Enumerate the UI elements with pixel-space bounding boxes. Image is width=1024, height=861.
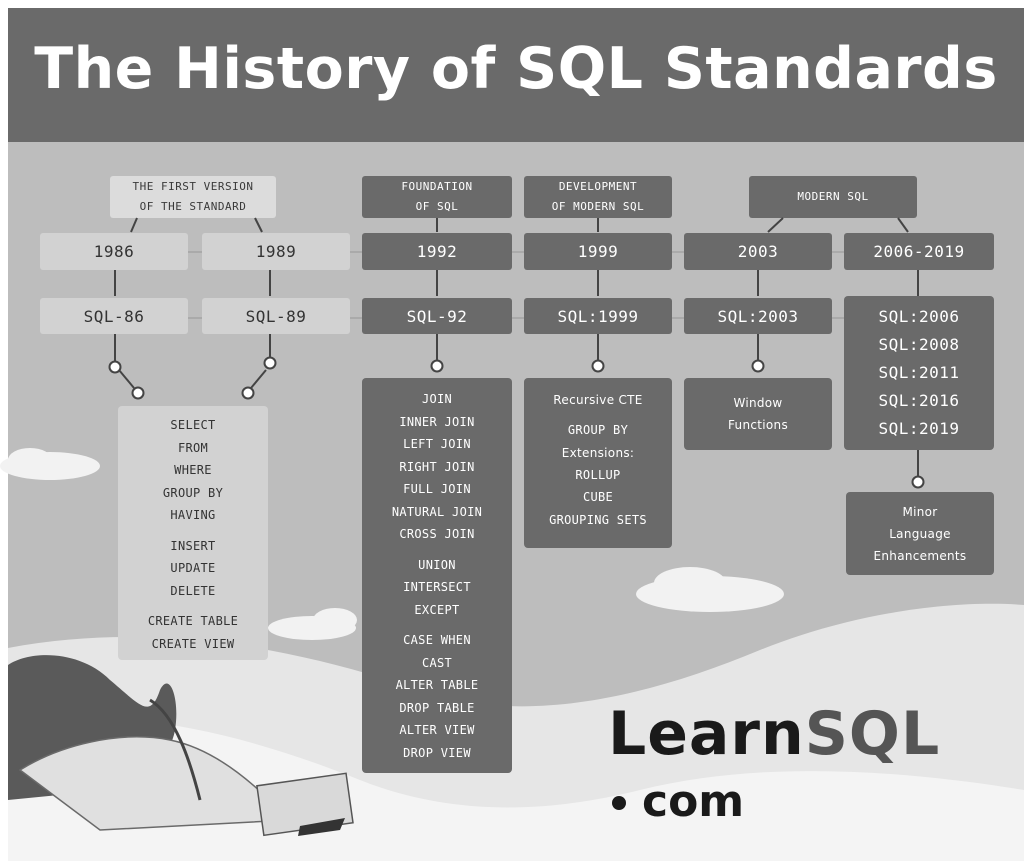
version-sql86: SQL-86 [40,298,188,334]
version-sql2003: SQL:2003 [684,298,832,334]
label-foundation: FOUNDATION OF SQL [362,176,512,218]
features-sql2006: Minor Language Enhancements [846,492,994,575]
features-sql86: SELECT FROM WHERE GROUP BY HAVING INSERT… [118,406,268,660]
feature-group-dml: INSERT UPDATE DELETE [170,535,215,603]
feature-group-joins: JOIN INNER JOIN LEFT JOIN RIGHT JOIN FUL… [392,388,482,546]
feature-item: Minor [902,504,938,519]
feature-item: UPDATE [170,561,216,575]
logo-wordmark: LearnSQL [608,694,940,774]
year-1986: 1986 [40,233,188,270]
feature-item: DROP TABLE [399,700,475,715]
feature-group-sets: UNION INTERSECT EXCEPT [403,554,471,622]
feature-item: CREATE VIEW [151,636,235,651]
feature-group-cte: Recursive CTE [553,389,642,411]
feature-item: GROUPING SETS [549,512,647,527]
title-banner [8,8,1024,142]
feature-item: CROSS JOIN [399,527,475,541]
feature-item: EXCEPT [414,602,460,617]
year-1989: 1989 [202,233,350,270]
feature-item: HAVING [170,508,216,522]
label-modern: MODERN SQL [749,176,917,218]
label-first-version: THE FIRST VERSION OF THE STANDARD [110,176,276,218]
feature-item: Window [733,396,783,410]
feature-item: CREATE TABLE [147,614,239,628]
feature-group-ddl: CREATE TABLE CREATE VIEW [148,610,238,655]
feature-item: UNION [418,557,456,572]
version-sql2006: SQL:2006 [878,307,960,326]
feature-item: Extensions: [561,445,635,460]
label-development: DEVELOPMENT OF MODERN SQL [524,176,672,218]
version-list-2006-2019: SQL:2006 SQL:2008 SQL:2011 SQL:2016 SQL:… [844,296,994,450]
feature-item: ALTER VIEW [399,723,475,737]
features-sql2003: Window Functions [684,378,832,450]
person-illustration [8,655,354,837]
feature-item: INNER JOIN [399,414,475,429]
features-sql1999: Recursive CTE GROUP BY Extensions: ROLLU… [524,378,672,548]
version-sql89: SQL-89 [202,298,350,334]
feature-item: RIGHT JOIN [399,459,475,474]
feature-item: FROM [177,440,209,455]
feature-item: INTERSECT [403,580,471,594]
year-1992: 1992 [362,233,512,270]
feature-group-groupby: GROUP BY Extensions: ROLLUP CUBE GROUPIN… [549,419,647,531]
feature-item: DELETE [170,583,216,598]
learnsql-logo: LearnSQL com [608,694,1018,834]
feature-item: WHERE [174,463,212,477]
logo-dot [612,796,626,810]
feature-item: FULL JOIN [403,482,471,496]
cloud-mid [268,608,357,640]
feature-item: CASE WHEN [403,633,471,647]
feature-item: Enhancements [873,548,967,563]
logo-word-accent: SQL [804,699,941,769]
feature-item: INSERT [170,538,216,553]
feature-item: CUBE [582,490,614,504]
feature-item: Functions [728,418,788,432]
feature-item: DROP VIEW [403,745,471,760]
version-sql2008: SQL:2008 [878,335,960,354]
feature-item: GROUP BY [567,423,629,437]
feature-item: GROUP BY [162,485,224,500]
feature-item: ROLLUP [575,467,621,482]
feature-item: LEFT JOIN [403,437,471,451]
year-2006-2019: 2006-2019 [844,233,994,270]
feature-item: ALTER TABLE [395,678,479,692]
year-1999: 1999 [524,233,672,270]
version-sql2016: SQL:2016 [878,391,960,410]
feature-item: Recursive CTE [553,393,643,407]
version-sql1999: SQL:1999 [524,298,672,334]
feature-item: JOIN [421,392,453,406]
version-sql2019: SQL:2019 [878,419,960,438]
cloud-right [636,567,784,612]
version-sql92: SQL-92 [362,298,512,334]
feature-item: SELECT [170,418,216,432]
cloud-left [0,448,100,480]
feature-item: Language [889,526,951,541]
feature-item: NATURAL JOIN [391,504,483,519]
feature-item: CAST [421,655,453,670]
page-title: The History of SQL Standards [34,36,998,102]
version-sql2011: SQL:2011 [878,363,960,382]
logo-suffix: com [642,776,745,827]
year-2003: 2003 [684,233,832,270]
features-sql92: JOIN INNER JOIN LEFT JOIN RIGHT JOIN FUL… [362,378,512,773]
feature-group-misc: CASE WHEN CAST ALTER TABLE DROP TABLE AL… [396,629,479,764]
feature-group-query: SELECT FROM WHERE GROUP BY HAVING [163,414,223,527]
logo-word-main: Learn [608,699,805,769]
